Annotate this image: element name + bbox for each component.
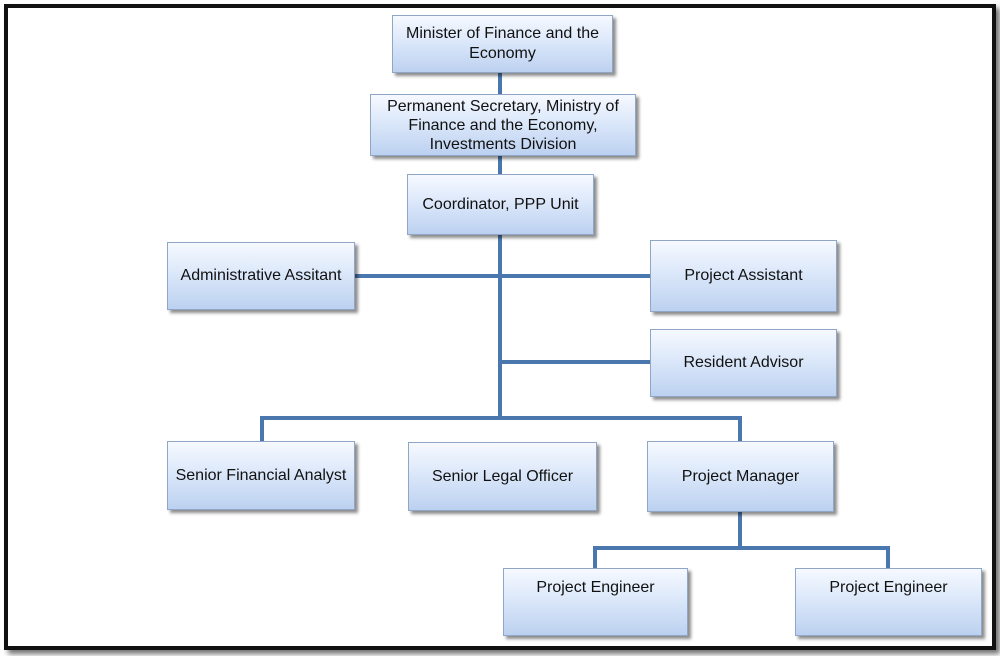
senior-legal-officer-label: Senior Legal Officer	[431, 467, 574, 485]
administrative-assistant-box: Administrative Assitant	[167, 242, 355, 310]
project-assistant-label: Project Assistant	[684, 267, 803, 284]
project-assistant-box: Project Assistant	[650, 240, 837, 312]
coordinator-box: Coordinator, PPP Unit	[407, 174, 594, 235]
senior-legal-officer-box: Senior Legal Officer	[408, 442, 597, 511]
resident-advisor-label: Resident Advisor	[683, 354, 804, 371]
coordinator-label: Coordinator, PPP Unit	[422, 195, 579, 213]
project-engineer-2-label: Project Engineer	[829, 579, 948, 596]
permanent-secretary-label: Permanent Secretary, Ministry of Finance…	[387, 97, 619, 153]
project-manager-box: Project Manager	[647, 441, 834, 512]
project-engineer-1-box: Project Engineer	[503, 568, 688, 636]
senior-financial-analyst-label: Senior Financial Analyst	[175, 466, 347, 484]
senior-financial-analyst-box: Senior Financial Analyst	[167, 441, 355, 510]
project-engineer-2-box: Project Engineer	[795, 568, 982, 636]
resident-advisor-box: Resident Advisor	[650, 329, 837, 397]
permanent-secretary-box: Permanent Secretary, Ministry of Finance…	[370, 94, 636, 156]
project-manager-label: Project Manager	[681, 467, 800, 485]
minister-box: Minister of Finance and the Economy	[392, 15, 613, 73]
administrative-assistant-label: Administrative Assitant	[180, 267, 342, 284]
project-engineer-1-label: Project Engineer	[536, 579, 655, 596]
minister-label: Minister of Finance and the Economy	[406, 25, 599, 62]
